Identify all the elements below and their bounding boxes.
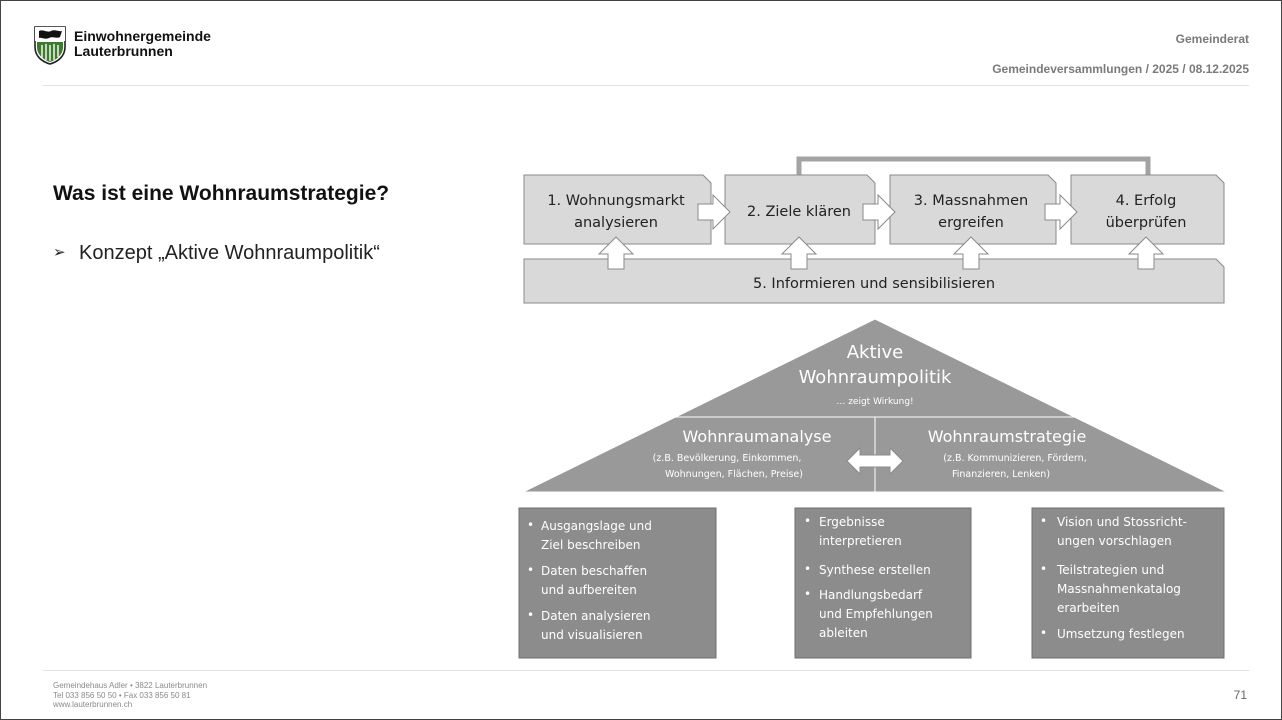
- box-right-line5: erarbeiten: [1057, 601, 1120, 615]
- up-arrow-step4-icon: [1127, 236, 1165, 270]
- up-arrow-step3-icon: [952, 236, 990, 270]
- arrow-step3-to-step4-icon: [1044, 193, 1078, 231]
- interpretation-tasks-box: [794, 507, 972, 659]
- box-right-line6: Umsetzung festlegen: [1057, 627, 1185, 641]
- box-middle-line6: ableiten: [819, 626, 868, 640]
- box-right-line1: Vision und Stossricht-: [1057, 515, 1187, 529]
- box-left-line4: und aufbereiten: [541, 583, 637, 597]
- up-arrow-step2-icon: [780, 236, 818, 270]
- box-left-line2: Ziel beschreiben: [541, 538, 641, 552]
- footer-address: Gemeindehaus Adler • 3822 Lauterbrunnen: [53, 681, 208, 690]
- double-arrow-icon: [846, 446, 904, 476]
- box-left-line1: Ausgangslage und: [541, 519, 652, 533]
- arrow-step1-to-step2-icon: [697, 193, 731, 231]
- box-middle-line1: Ergebnisse: [819, 515, 885, 529]
- footer-website: www.lauterbrunnen.ch: [53, 700, 133, 709]
- step2-label: 2. Ziele klären: [747, 204, 851, 220]
- pyramid-right-title: Wohnraumstrategie: [928, 427, 1087, 446]
- breadcrumb: Gemeindeversammlungen / 2025 / 08.12.202…: [992, 62, 1249, 76]
- box-left-line3: Daten beschaffen: [541, 564, 647, 578]
- bullet-dot: •: [1040, 562, 1047, 576]
- pyramid-top-line2: Wohnraumpolitik: [799, 367, 952, 388]
- box-right-line2: ungen vorschlagen: [1057, 534, 1172, 548]
- box-right-line4: Massnahmenkatalog: [1057, 582, 1181, 596]
- bullet-dot: •: [1040, 626, 1047, 640]
- step1-box: [523, 174, 712, 245]
- bullet-arrow-icon: ➢: [53, 244, 66, 261]
- bullet-dot: •: [804, 587, 811, 601]
- step5-label: 5. Informieren und sensibilisieren: [753, 276, 995, 292]
- step3-label-line2: ergreifen: [938, 215, 1004, 231]
- department-label: Gemeinderat: [1175, 32, 1249, 46]
- step1-label-line2: analysieren: [574, 215, 658, 231]
- pyramid-left-title: Wohnraumanalyse: [683, 427, 832, 446]
- up-arrow-step1-icon: [597, 236, 635, 270]
- header-divider: [43, 85, 1249, 86]
- bullet-dot: •: [527, 563, 534, 577]
- pyramid-right-sub2: Finanzieren, Lenken): [952, 469, 1050, 480]
- footer-divider: [43, 670, 1249, 671]
- step4-box: [1070, 174, 1225, 245]
- step3-label-line1: 3. Massnahmen: [914, 193, 1028, 209]
- footer-phone: Tel 033 856 50 50 • Fax 033 856 50 81: [53, 690, 191, 700]
- pyramid-top-line1: Aktive: [847, 342, 904, 363]
- page-number: 71: [1233, 688, 1247, 702]
- coat-of-arms-logo: [34, 26, 66, 65]
- strategy-tasks-box: [1031, 507, 1225, 659]
- bullet-dot: •: [804, 562, 811, 576]
- pyramid-top-subtitle: … zeigt Wirkung!: [836, 397, 913, 407]
- pyramid-left-sub1: (z.B. Bevölkerung, Einkommen,: [653, 453, 802, 464]
- box-left-line5: Daten analysieren: [541, 609, 650, 623]
- organization-name: Einwohnergemeinde Lauterbrunnen: [74, 29, 211, 59]
- step4-label-line2: überprüfen: [1106, 215, 1187, 231]
- org-name-line1: Einwohnergemeinde: [74, 28, 211, 44]
- bullet-text: Konzept „Aktive Wohnraumpolitik“: [79, 242, 380, 264]
- box-middle-line4: Handlungsbedarf: [819, 588, 923, 602]
- org-name-line2: Lauterbrunnen: [74, 43, 173, 59]
- box-middle-line5: und Empfehlungen: [819, 607, 933, 621]
- bullet-dot: •: [527, 608, 534, 622]
- step1-label-line1: 1. Wohnungsmarkt: [547, 193, 685, 209]
- box-right-line3: Teilstrategien und: [1056, 563, 1164, 577]
- footer-contact: Gemeindehaus Adler • 3822 Lauterbrunnen …: [53, 681, 207, 710]
- bullet-dot: •: [527, 518, 534, 532]
- step3-box: [889, 174, 1057, 245]
- box-left-line6: und visualisieren: [541, 628, 643, 642]
- box-middle-line3: Synthese erstellen: [819, 563, 931, 577]
- step5-box: [523, 258, 1225, 304]
- step4-label-line1: 4. Erfolg: [1116, 193, 1177, 209]
- pyramid-right-sub1: (z.B. Kommunizieren, Fördern,: [943, 453, 1086, 464]
- analysis-tasks-box: [518, 507, 717, 659]
- feedback-loop-connector: [796, 156, 1151, 189]
- bullet-item: ➢ Konzept „Aktive Wohnraumpolitik“: [53, 242, 380, 265]
- bullet-dot: •: [804, 514, 811, 528]
- bullet-dot: •: [1040, 514, 1047, 528]
- slide-title: Was ist eine Wohnraumstrategie?: [53, 182, 390, 205]
- box-middle-line2: interpretieren: [819, 534, 902, 548]
- arrow-step2-to-step3-icon: [862, 193, 896, 231]
- pyramid-left-sub2: Wohnungen, Flächen, Preise): [665, 469, 803, 480]
